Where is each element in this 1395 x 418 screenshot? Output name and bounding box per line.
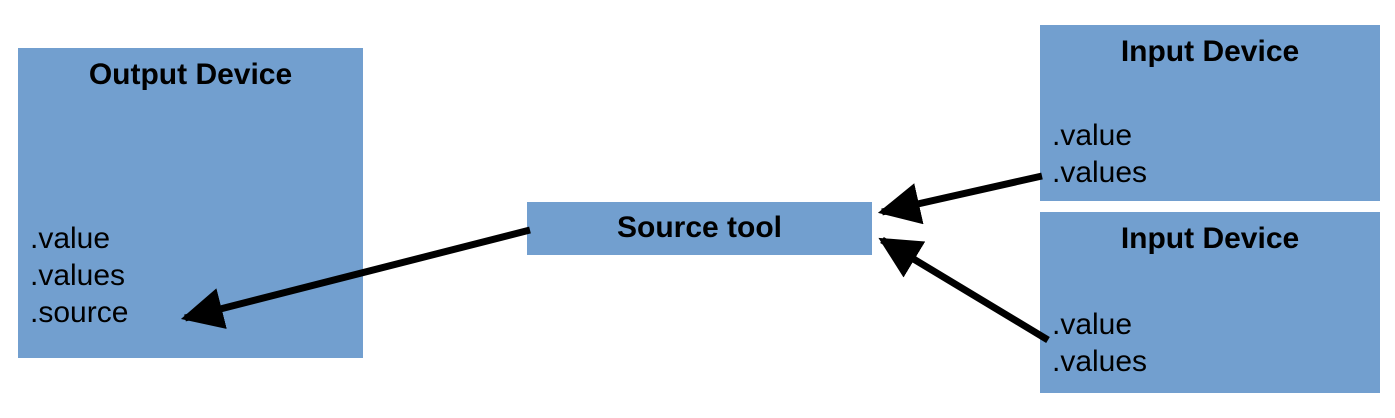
node-input-device-bottom: Input Device .value .values — [1040, 212, 1380, 393]
node-output-device: Output Device .value .values .source — [18, 48, 363, 358]
prop-values: .values — [30, 259, 126, 292]
node-input-device-bottom-title: Input Device — [1120, 222, 1300, 255]
node-output-device-props: .value .values .source — [30, 220, 355, 331]
arrow-input-bottom-to-source — [878, 237, 1050, 343]
node-input-device-top: Input Device .value .values — [1040, 25, 1380, 201]
prop-values: .values — [1052, 156, 1148, 189]
prop-values: .values — [1052, 345, 1148, 378]
arrow-input-top-to-source — [877, 172, 1043, 225]
prop-value: .value — [1052, 308, 1133, 341]
prop-value: .value — [1052, 119, 1133, 152]
node-input-device-top-title: Input Device — [1120, 35, 1300, 68]
node-source-tool: Source tool — [527, 202, 872, 255]
node-input-device-top-props: .value .values — [1052, 117, 1372, 191]
prop-source: .source — [30, 296, 129, 329]
node-input-device-bottom-props: .value .values — [1052, 306, 1372, 380]
prop-value: .value — [30, 222, 111, 255]
node-source-tool-title: Source tool — [616, 211, 782, 244]
node-output-device-title: Output Device — [88, 58, 293, 91]
